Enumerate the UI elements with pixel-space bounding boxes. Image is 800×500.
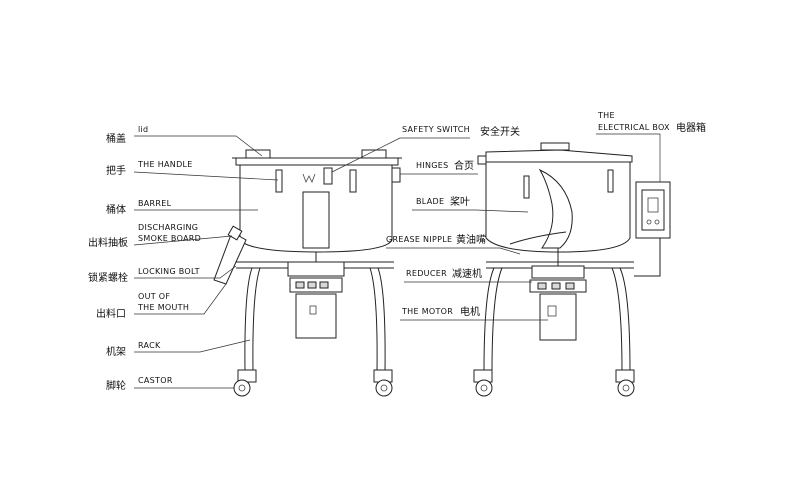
outlet-label-en-line1: OUT OF bbox=[138, 292, 170, 301]
motor-label-en: THE MOTOR bbox=[401, 307, 453, 316]
rack-label-en: RACK bbox=[138, 341, 161, 350]
outlet-label-en-line2: THE MOUTH bbox=[137, 303, 189, 312]
grease-nipple-label-cn: 黄油嘴 bbox=[456, 233, 486, 246]
motor-label-cn: 电机 bbox=[460, 305, 480, 318]
rack-label-cn: 机架 bbox=[106, 345, 126, 358]
discharging-board-label-en-line1: DISCHARGING bbox=[138, 223, 198, 232]
right-mixer-drawing bbox=[473, 142, 671, 397]
left-callouts: 桶盖 lid 把手 THE HANDLE 桶体 BARREL 出料抽板 DISC… bbox=[88, 125, 279, 392]
discharging-board-label-cn: 出料抽板 bbox=[88, 236, 128, 249]
discharging-board-label-en-line2: SMOKE BOARD bbox=[138, 234, 201, 243]
electrical-box-label-cn: 电器箱 bbox=[676, 121, 706, 134]
locking-bolt-label-cn: 锁紧螺栓 bbox=[88, 271, 128, 284]
reducer-label-cn: 减速机 bbox=[452, 267, 482, 280]
blade-label-cn: 桨叶 bbox=[450, 195, 470, 208]
barrel-label-cn: 桶体 bbox=[106, 203, 126, 216]
lid-label-cn: 桶盖 bbox=[106, 132, 126, 145]
handle-label-cn: 把手 bbox=[106, 164, 126, 177]
hinges-label-en: HINGES bbox=[416, 161, 449, 170]
safety-switch-label-cn: 安全开关 bbox=[480, 125, 520, 138]
left-mixer-drawing bbox=[213, 149, 402, 397]
electrical-box-label-en-line2: ELECTRICAL BOX bbox=[598, 123, 670, 132]
castor-label-cn: 脚轮 bbox=[106, 379, 126, 392]
barrel-label-en: BARREL bbox=[138, 199, 172, 208]
castor-label-en: CASTOR bbox=[138, 376, 173, 385]
handle-label-en: THE HANDLE bbox=[137, 160, 193, 169]
blade-label-en: BLADE bbox=[416, 197, 444, 206]
right-callouts: SAFETY SWITCH 安全开关 HINGES 合页 BLADE 桨叶 GR… bbox=[331, 111, 706, 321]
locking-bolt-label-en: LOCKING BOLT bbox=[138, 267, 200, 276]
outlet-label-cn: 出料口 bbox=[96, 307, 126, 320]
lid-label-en: lid bbox=[138, 125, 148, 134]
hinges-label-cn: 合页 bbox=[454, 159, 474, 172]
grease-nipple-label-en: GREASE NIPPLE bbox=[386, 235, 452, 244]
safety-switch-label-en: SAFETY SWITCH bbox=[402, 125, 470, 134]
reducer-label-en: REDUCER bbox=[406, 269, 447, 278]
electrical-box-label-en-line1: THE bbox=[597, 111, 615, 120]
